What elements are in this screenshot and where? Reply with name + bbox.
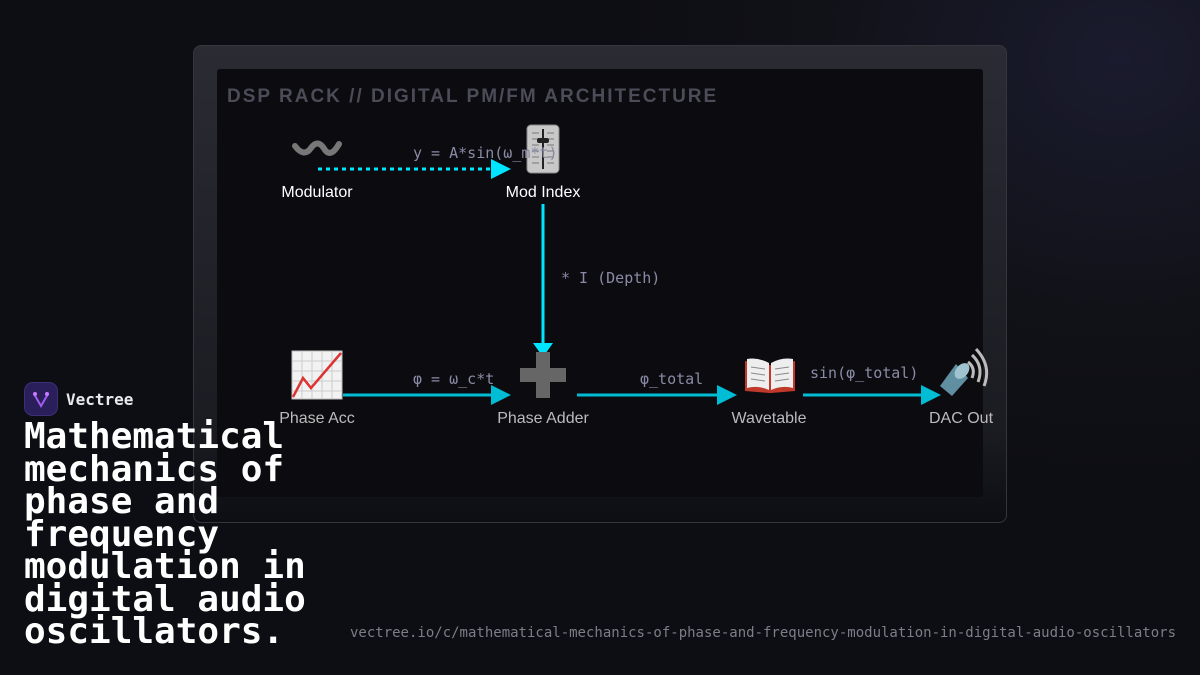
node-wavetable: Wavetable bbox=[731, 410, 807, 427]
edge-modulator-modindex-arrow bbox=[491, 159, 511, 179]
headline: Mathematical mechanics of phase and freq… bbox=[24, 416, 306, 652]
edge-wavetable-dac-arrow bbox=[921, 385, 941, 405]
edge-label-depth: * I (Depth) bbox=[561, 269, 661, 287]
edge-modindex-adder-arrow bbox=[533, 343, 553, 357]
edge-adder-wavetable-arrow bbox=[717, 385, 737, 405]
monitor-screen bbox=[217, 69, 983, 497]
speaker-icon bbox=[940, 348, 989, 396]
article-url[interactable]: vectree.io/c/mathematical-mechanics-of-p… bbox=[349, 625, 1176, 641]
edge-label-modulation: y = A*sin(ω_m*t) bbox=[413, 144, 558, 162]
brand: Vectree bbox=[24, 382, 133, 416]
chart-increasing-icon bbox=[291, 350, 343, 400]
brand-name: Vectree bbox=[66, 389, 134, 409]
edge-phaseacc-adder-arrow bbox=[491, 385, 511, 405]
node-phase-acc: Phase Acc bbox=[279, 410, 355, 427]
level-slider-icon bbox=[526, 124, 560, 174]
edge-label-phase: φ = ω_c*t bbox=[413, 370, 495, 388]
open-book-icon bbox=[745, 358, 795, 393]
node-modulator: Modulator bbox=[281, 184, 353, 201]
node-mod-index: Mod Index bbox=[505, 184, 581, 201]
node-phase-adder: Phase Adder bbox=[497, 410, 589, 427]
wavy-dash-icon bbox=[292, 140, 342, 156]
edge-label-phase-total: φ_total bbox=[640, 370, 704, 388]
rack-title: DSP RACK // DIGITAL PM/FM ARCHITECTURE bbox=[227, 86, 719, 107]
vectree-logo-icon bbox=[24, 382, 58, 416]
node-dac-out: DAC Out bbox=[928, 410, 994, 427]
edge-label-sine: sin(φ_total) bbox=[810, 364, 919, 382]
plus-icon bbox=[520, 352, 566, 398]
